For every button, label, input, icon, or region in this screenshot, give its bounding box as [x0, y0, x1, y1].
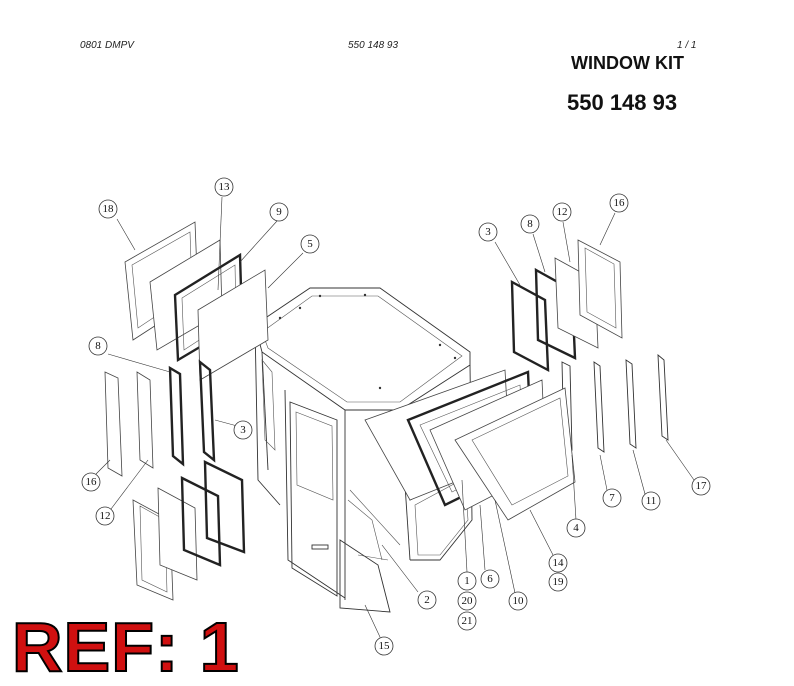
leader-lines — [95, 196, 695, 638]
svg-text:1: 1 — [464, 575, 470, 587]
callout-7: 7 — [602, 488, 622, 508]
svg-text:17: 17 — [696, 480, 708, 492]
part-number: 550 148 93 — [567, 90, 678, 115]
callout-1: 1 — [457, 571, 477, 591]
svg-text:5: 5 — [307, 238, 313, 250]
callout-16-left: 16 — [81, 472, 101, 492]
seal-11 — [625, 359, 637, 449]
svg-text:16: 16 — [614, 197, 626, 209]
header-model-code: 0801 DMPV — [80, 40, 134, 51]
header-part-code: 550 148 93 — [348, 40, 399, 51]
cab-left-window-opening — [261, 359, 276, 451]
svg-text:3: 3 — [240, 424, 246, 436]
callout-3-top: 3 — [478, 222, 498, 242]
svg-text:15: 15 — [379, 640, 391, 652]
seal-7 — [593, 361, 605, 453]
ref-label: REF: 1 — [11, 608, 240, 686]
svg-text:12: 12 — [557, 206, 568, 218]
cab-door-window — [295, 411, 334, 501]
callout-11: 11 — [641, 491, 661, 511]
right-window-panels — [364, 239, 669, 521]
svg-text:8: 8 — [527, 218, 533, 230]
svg-text:7: 7 — [609, 492, 615, 504]
door-handle — [311, 544, 329, 550]
svg-text:8: 8 — [95, 340, 101, 352]
seal-lower-3 — [203, 460, 246, 554]
svg-text:11: 11 — [646, 495, 657, 507]
callout-2: 2 — [417, 590, 437, 610]
svg-text:10: 10 — [513, 595, 525, 607]
page-title: WINDOW KIT — [571, 53, 684, 73]
callout-3-left: 3 — [233, 420, 253, 440]
callout-9: 9 — [269, 202, 289, 222]
callout-8-left: 8 — [88, 336, 108, 356]
callout-6: 6 — [480, 569, 500, 589]
callout-12-left: 12 — [95, 506, 115, 526]
callout-15: 15 — [374, 636, 394, 656]
svg-text:18: 18 — [103, 203, 115, 215]
svg-text:19: 19 — [553, 576, 565, 588]
seal-8-left — [168, 365, 185, 467]
callout-10: 10 — [508, 591, 528, 611]
callout-20: 20 — [457, 591, 477, 611]
left-window-panels — [104, 221, 269, 601]
cab-step — [339, 539, 391, 613]
header-page-number: 1 / 1 — [677, 40, 697, 51]
svg-text:6: 6 — [487, 573, 493, 585]
callout-14: 14 — [548, 553, 568, 573]
svg-text:20: 20 — [462, 595, 474, 607]
callout-16-top: 16 — [609, 193, 629, 213]
svg-text:9: 9 — [276, 206, 282, 218]
seal-3-right — [510, 279, 550, 373]
panel-16-left — [104, 371, 123, 477]
seal-3-left — [198, 359, 216, 463]
panel-12-left — [136, 371, 154, 469]
callout-4: 4 — [566, 518, 586, 538]
callout-8-top: 8 — [520, 214, 540, 234]
panel-16-right — [577, 239, 623, 339]
cab-roof-inner — [261, 295, 463, 403]
svg-text:16: 16 — [86, 476, 98, 488]
panel-lower-12 — [157, 487, 198, 581]
callout-13: 13 — [214, 177, 234, 197]
callout-18: 18 — [98, 199, 118, 219]
callout-21: 21 — [457, 611, 477, 631]
svg-text:21: 21 — [462, 615, 473, 627]
seal-17 — [657, 353, 669, 441]
svg-text:2: 2 — [424, 594, 430, 606]
callout-5: 5 — [300, 234, 320, 254]
callout-17: 17 — [691, 476, 711, 496]
cab-roof — [254, 287, 471, 411]
windscreen-14 — [454, 387, 576, 521]
callout-12-top: 12 — [552, 202, 572, 222]
svg-text:4: 4 — [573, 522, 579, 534]
svg-text:12: 12 — [100, 510, 111, 522]
panel-5 — [197, 269, 269, 381]
svg-text:13: 13 — [219, 181, 231, 193]
callout-19: 19 — [548, 572, 568, 592]
svg-text:14: 14 — [553, 557, 565, 569]
cab-door — [289, 401, 338, 597]
svg-text:3: 3 — [485, 226, 491, 238]
